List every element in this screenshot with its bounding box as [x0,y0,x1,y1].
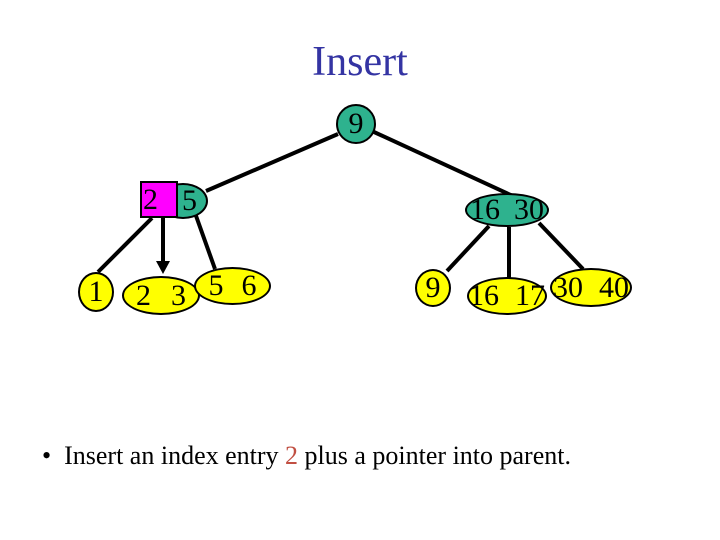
slide-title: Insert [312,39,408,85]
internal-node-right: 16 30 [465,193,549,227]
leaf-key: 2 [136,278,151,312]
leaf-node-9: 9 [415,269,451,307]
inserted-entry-square: 2 [140,181,178,218]
edge-left-node-to-leaf-56 [193,212,217,270]
leaf-key: 6 [241,269,257,302]
left-node-key: 5 [182,184,197,217]
leaf-key: 5 [208,269,224,302]
root-key: 9 [348,107,364,140]
edge-left-node-to-leaf-1 [96,216,154,274]
leaf-node-16-17: 16 17 [467,277,547,315]
arrow-down-icon [156,261,170,274]
bullet-marker-icon: • [42,441,52,470]
leaf-key: 3 [171,278,186,312]
root-node: 9 [336,104,376,144]
right-node-key-2: 30 [514,193,544,226]
leaf-node-5-6: 5 6 [194,267,271,305]
leaf-key: 17 [515,279,545,312]
edge-root-to-right-node [373,130,516,199]
leaf-key: 30 [553,270,583,304]
leaf-key: 16 [469,279,499,312]
edge-right-node-to-leaf-3040 [537,221,585,271]
edge-root-to-left-node [205,132,339,193]
leaf-node-1: 1 [78,272,114,312]
bullet-text: • Insert an index entry 2 plus a pointer … [42,441,571,471]
right-node-key-1: 16 [470,193,500,226]
edge-right-node-to-leaf-9 [445,224,491,273]
leaf-node-30-40: 30 40 [550,268,632,307]
leaf-key: 1 [88,275,104,308]
inserted-key-label: 2 [143,182,158,216]
leaf-key: 40 [599,270,629,304]
bullet-prefix: Insert an index entry [64,441,286,470]
leaf-node-2-3: 2 3 [122,276,200,315]
bullet-suffix: plus a pointer into parent. [298,441,571,470]
leaf-key: 9 [425,271,441,304]
highlighted-key: 2 [285,441,299,470]
